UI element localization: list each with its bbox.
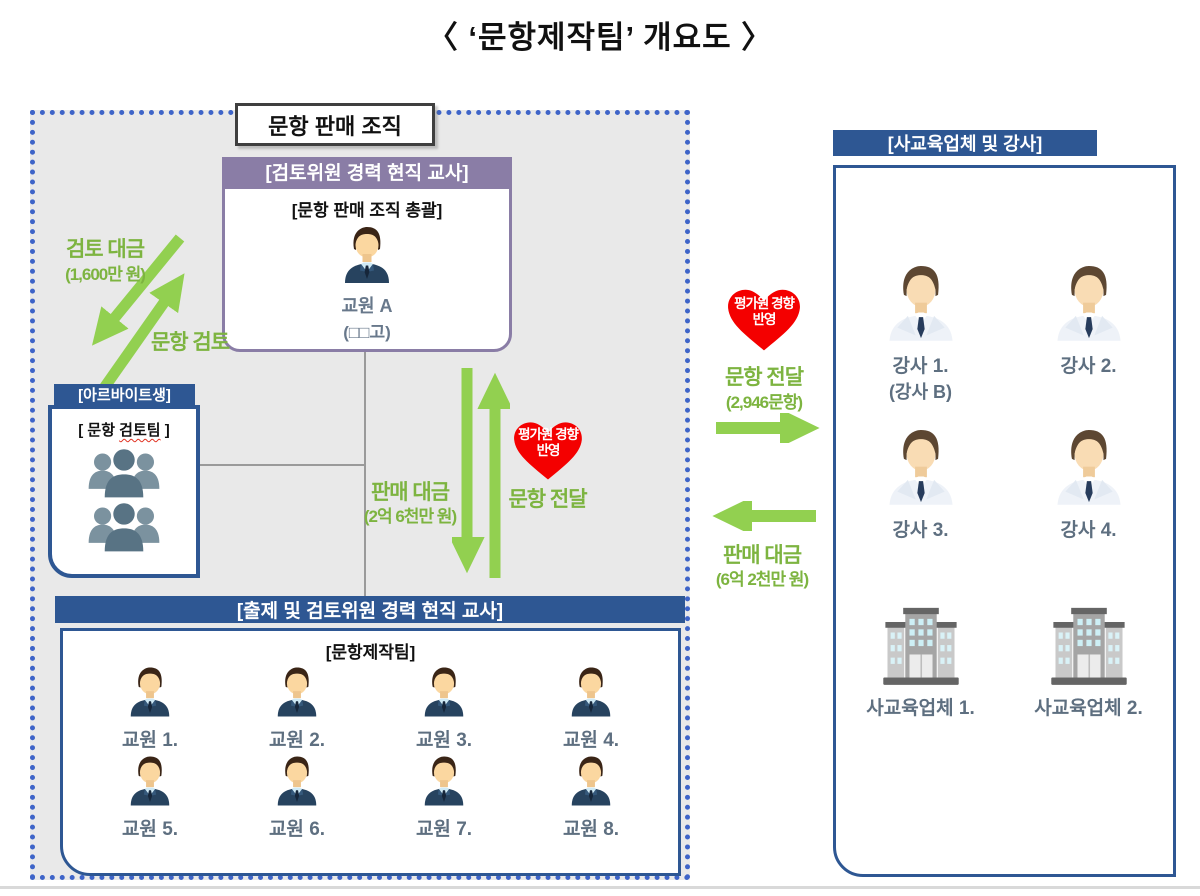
review-fee-label: 검토 대금 [65,238,145,261]
instructor-cell: 강사 2. [1028,262,1150,404]
member-cell: 교원 2. [237,664,357,752]
instructor-label: 강사 1. [892,356,949,377]
member-label: 교원 2. [268,730,326,751]
teacher-icon [416,664,472,720]
internal-payment-amount: (2억 6천만 원) [363,507,457,526]
teacher-icon [122,664,178,720]
instructor-label: 강사 3. [892,520,949,541]
maker-team-label: [문항제작팀] [325,643,416,662]
member-label: 교원 4. [562,730,620,751]
company-label: 사교육업체 2. [1034,698,1143,719]
internal-payment-label: 판매 대금 [370,481,450,504]
external-payment-amount: (6억 2천만 원) [715,570,809,589]
diagram-title: 〈 ‘문항제작팀’ 개요도 〉 [426,20,774,55]
parttimer-panel-header: [아르바이트생] [54,384,195,405]
instructor-cell: 강사 1. (강사 B) [860,262,982,404]
sales-org-label: 문항 판매 조직 [235,103,435,146]
teacher-a-affiliation: (□□고) [343,323,391,342]
company-cell: 사교육업체 2. [1028,600,1150,720]
maker-panel-header: [출제 및 검토위원 경력 현직 교사] [55,596,685,623]
member-label: 교원 7. [415,819,473,840]
external-payment-label: 판매 대금 [722,544,802,567]
company-cell: 사교육업체 1. [860,600,982,720]
member-cell: 교원 5. [90,753,210,841]
instructor-cell: 강사 4. [1028,426,1150,542]
instructor-icon [1047,262,1131,346]
review-team-label: [ 문항 검토팀 ] [78,422,170,439]
external-delivery-amount: (2,946문항) [725,393,803,412]
review-team-group-icon [85,500,163,560]
member-cell: 교원 6. [237,753,357,841]
sales-org-head-role: [문항 판매 조직 총괄] [291,201,443,220]
parttimer-panel-body: [ 문항 검토팀 ] [48,405,200,578]
review-exchange-arrows-icon [91,234,185,392]
external-delivery-label: 문항 전달 [724,366,804,389]
instructor-icon [879,426,963,510]
instructor-alias: (강사 B) [888,382,953,402]
reviewer-panel-header: [검토위원 경력 현직 교사] [222,157,512,186]
teacher-icon [563,664,619,720]
internal-delivery-label: 문항 전달 [508,488,587,511]
teacher-icon [563,753,619,809]
member-cell: 교원 3. [384,664,504,752]
member-cell: 교원 4. [531,664,651,752]
company-label: 사교육업체 1. [866,698,975,719]
building-icon [877,600,965,688]
teacher-icon [122,753,178,809]
connector-horizontal-line [199,464,365,466]
instructor-label: 강사 4. [1060,520,1117,541]
buyers-panel-body: 강사 1. (강사 B) 강사 2. 강사 3. 강사 4. 사교육업체 1. [833,165,1176,877]
payment-arrow-left-icon [712,501,816,531]
member-cell: 교원 8. [531,753,651,841]
member-cell: 교원 7. [384,753,504,841]
review-fee-amount: (1,600만 원) [65,265,146,284]
review-action-label: 문항 검토 [150,331,230,354]
teacher-a-icon [335,223,399,287]
maker-panel-body: [문항제작팀] 교원 1. 교원 2. 교원 3. 교원 4. 교원 5. 교원… [60,628,681,876]
buyers-panel-header: [사교육업체 및 강사] [833,130,1097,156]
instructor-icon [1047,426,1131,510]
review-team-group-icon [85,446,163,506]
member-label: 교원 6. [268,819,326,840]
member-label: 교원 3. [415,730,473,751]
instructor-icon [879,262,963,346]
member-label: 교원 1. [121,730,179,751]
teacher-a-name: 교원 A [341,296,393,316]
internal-exchange-arrows-icon [452,368,510,578]
member-cell: 교원 1. [90,664,210,752]
bottom-divider [0,886,1200,889]
connector-vertical-line [364,352,366,597]
reviewer-panel-body: [문항 판매 조직 총괄] 교원 A (□□고) [222,186,512,352]
teacher-icon [416,753,472,809]
delivery-arrow-right-icon [716,413,820,443]
member-label: 교원 5. [121,819,179,840]
building-icon [1045,600,1133,688]
member-label: 교원 8. [562,819,620,840]
instructor-cell: 강사 3. [860,426,982,542]
teacher-icon [269,664,325,720]
instructor-label: 강사 2. [1060,356,1117,377]
teacher-icon [269,753,325,809]
